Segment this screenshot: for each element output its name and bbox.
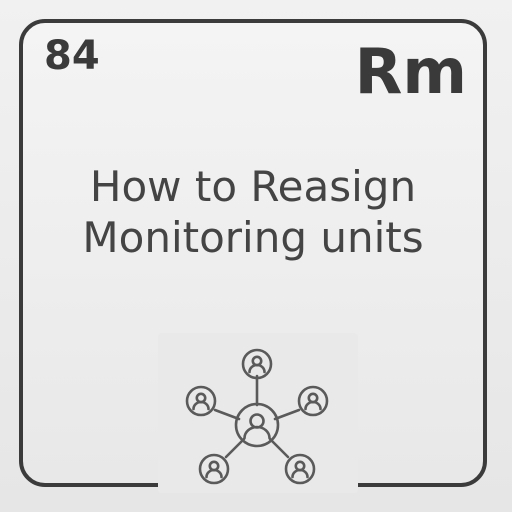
tile-number: 84: [44, 33, 100, 79]
user-left-icon: [185, 385, 217, 417]
tile-title-line-2: Monitoring units: [82, 213, 424, 262]
spoke-bottom-right: [268, 437, 290, 459]
user-right-icon: [297, 385, 329, 417]
tile-title: How to Reasign Monitoring units: [23, 161, 483, 263]
tile-title-line-1: How to Reasign: [89, 162, 417, 211]
network-users-icon: [158, 333, 358, 493]
center-user-icon: [234, 402, 280, 448]
user-bottom-right-icon: [284, 453, 316, 485]
user-top-icon: [241, 348, 273, 380]
spoke-bottom-left: [224, 437, 246, 459]
user-bottom-left-icon: [198, 453, 230, 485]
spoke-left: [213, 408, 241, 421]
tile-symbol: Rm: [354, 35, 467, 108]
network-users-icon-graphic: [185, 348, 329, 485]
spoke-right: [273, 408, 301, 421]
element-tile: 84 Rm How to Reasign Monitoring units: [19, 19, 487, 493]
